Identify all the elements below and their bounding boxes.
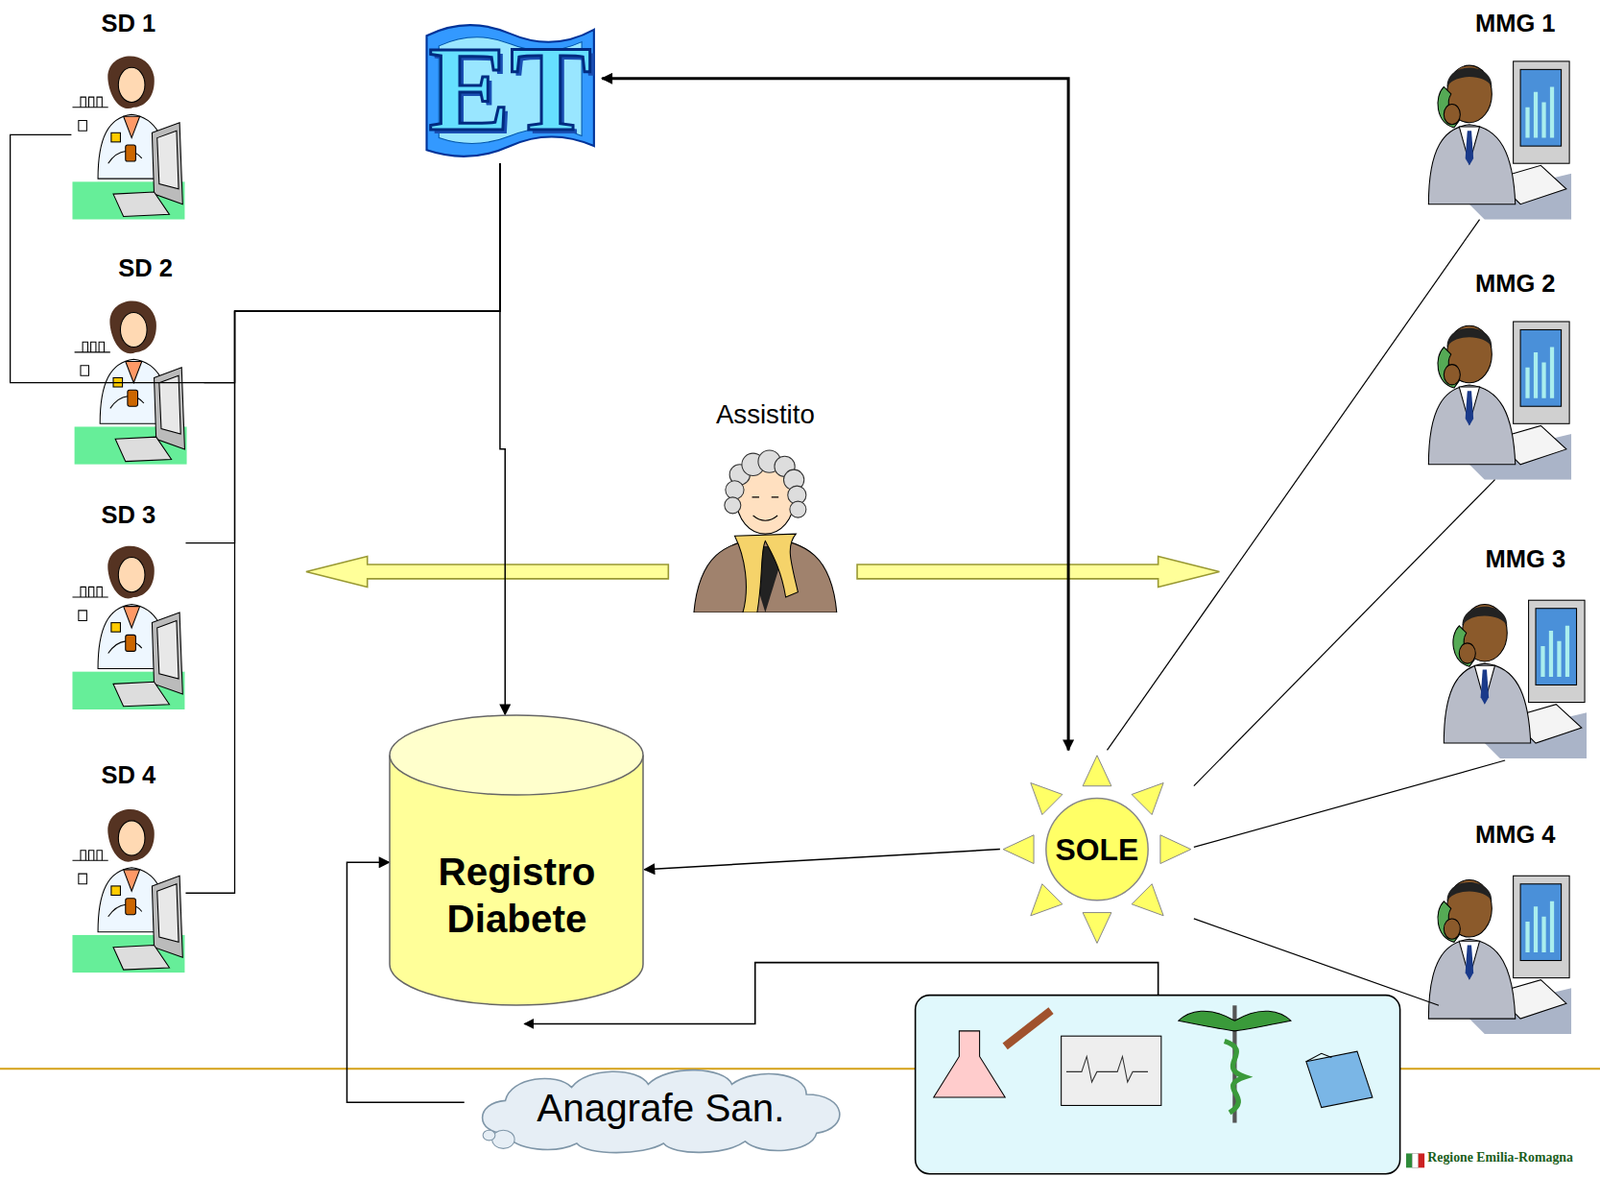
region-name: Regione Emilia-Romagna [1427, 1149, 1574, 1166]
figure-label: SD 4 [99, 760, 159, 790]
doctor: MMG 2 [1438, 268, 1592, 480]
specialist-figure [71, 809, 185, 973]
node-label: ET [426, 27, 594, 151]
ecg-icon [1061, 1035, 1162, 1105]
doctor: MMG 3 [1454, 544, 1598, 761]
connector [1194, 479, 1496, 787]
connector [185, 163, 500, 544]
node-label: Registro Diabete [388, 848, 645, 942]
specialist-figure [71, 55, 185, 219]
figure-label: MMG 1 [1473, 8, 1558, 39]
database-cylinder: Registro Diabete [388, 714, 645, 1005]
flow-arrow [857, 556, 1219, 588]
connector [1194, 760, 1505, 847]
doctor-figure [1443, 599, 1587, 759]
figure-label: MMG 4 [1473, 819, 1558, 850]
patient: Assistito [675, 398, 856, 615]
node-label: Anagrafe San. [534, 1084, 787, 1131]
figure-label: SD 3 [99, 500, 159, 530]
figure-label: MMG 2 [1473, 268, 1558, 299]
connector [644, 849, 1000, 870]
system-logo: ET [418, 15, 602, 164]
patient-figure [693, 450, 837, 613]
connector [1194, 918, 1439, 1005]
connector [601, 78, 1069, 751]
registry-cloud: Anagrafe San. [464, 1061, 858, 1156]
figure-label: MMG 3 [1483, 544, 1569, 574]
doctor: MMG 4 [1438, 819, 1592, 1036]
caduceus-icon [1178, 1004, 1291, 1123]
doctor-figure [1428, 875, 1572, 1034]
node-label: SOLE [1052, 831, 1141, 868]
folder-icon [1306, 1050, 1373, 1107]
specialist: SD 1 [71, 8, 186, 220]
specialist-figure [71, 546, 185, 710]
network-sun: SOLE [1000, 749, 1195, 949]
figure-label: SD 2 [116, 253, 175, 284]
connector [204, 163, 501, 383]
connector [10, 134, 501, 383]
connector [1107, 219, 1481, 751]
doctor-figure [1428, 321, 1572, 480]
figure-label: Assistito [714, 398, 817, 430]
specialist: SD 4 [71, 760, 186, 975]
lab-icon [933, 1010, 1051, 1098]
flow-arrow [306, 556, 669, 588]
specialist: SD 3 [71, 500, 186, 710]
specialist: SD 2 [86, 253, 204, 465]
documents-box [915, 995, 1401, 1174]
doctor: MMG 1 [1438, 8, 1592, 220]
doctor-figure [1428, 61, 1572, 220]
region-logo [1406, 1152, 1425, 1168]
figure-label: SD 1 [99, 8, 159, 39]
connector [500, 163, 505, 715]
